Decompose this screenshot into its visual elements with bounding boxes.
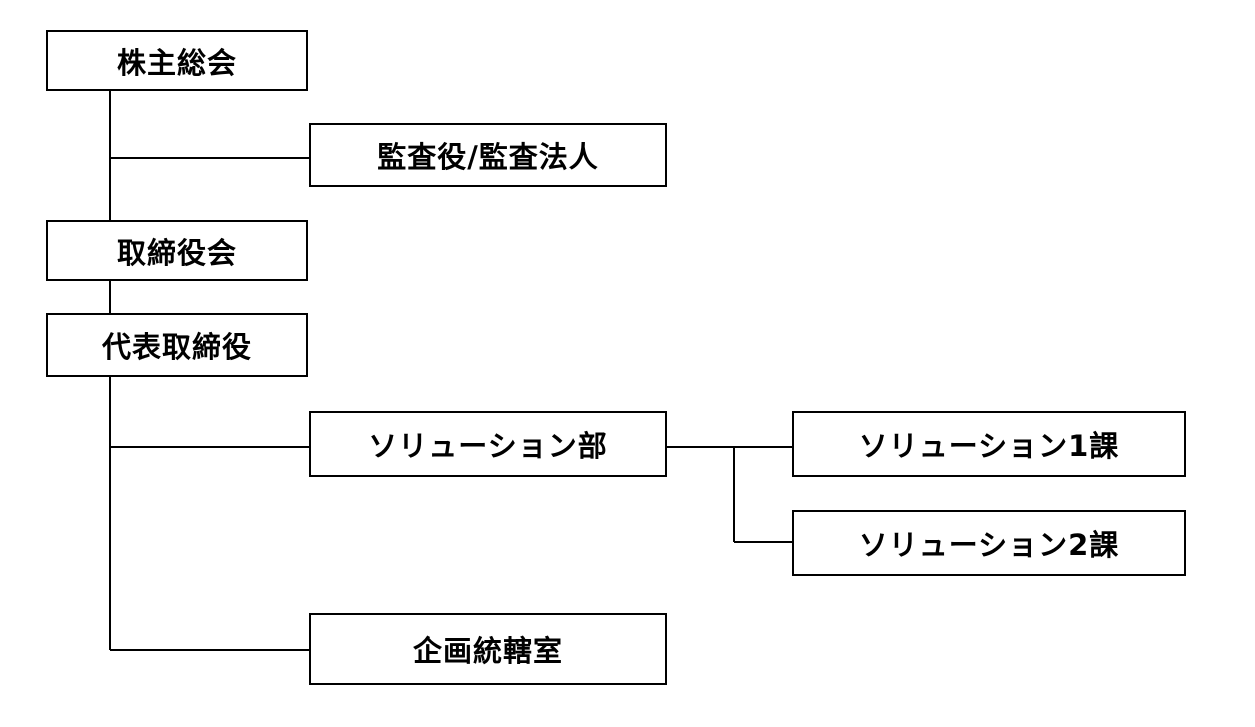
node-solution-section-1: ソリューション1課 bbox=[792, 411, 1186, 477]
node-solution-section-2: ソリューション2課 bbox=[792, 510, 1186, 576]
node-solution-department: ソリューション部 bbox=[309, 411, 667, 477]
node-board-of-directors: 取締役会 bbox=[46, 220, 308, 281]
node-shareholders-meeting: 株主総会 bbox=[46, 30, 308, 91]
node-auditor: 監査役/監査法人 bbox=[309, 123, 667, 187]
node-representative-director: 代表取締役 bbox=[46, 313, 308, 377]
node-planning-office: 企画統轄室 bbox=[309, 613, 667, 685]
